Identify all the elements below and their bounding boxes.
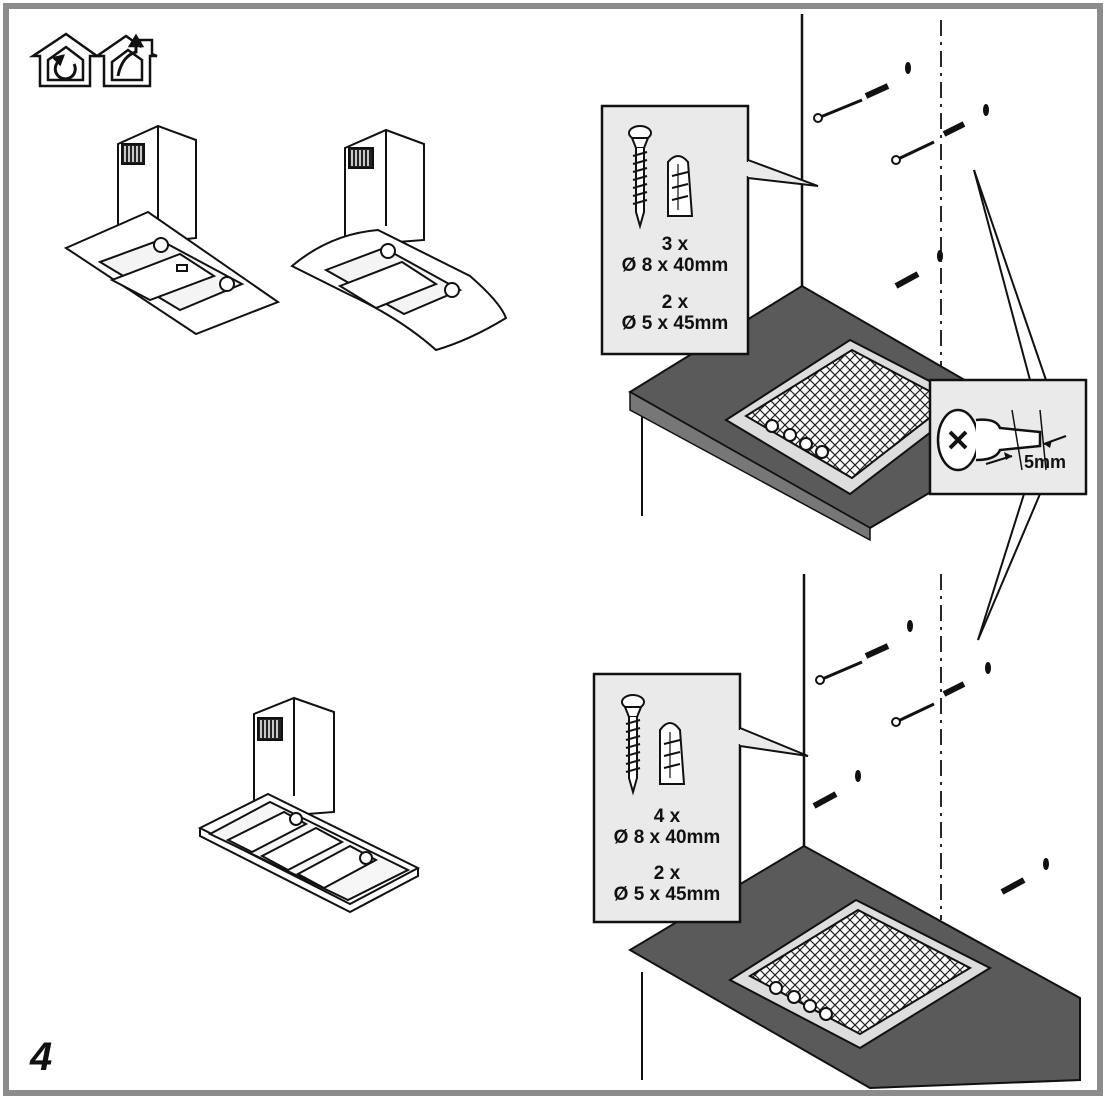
gap-dimension-label: 5mm <box>1024 452 1067 472</box>
wall-plug-icon <box>667 155 694 217</box>
ducted-exhaust-icon <box>92 33 158 88</box>
wall-screws-bottom <box>812 620 1049 895</box>
wall-plug-icon <box>659 722 686 785</box>
callout-top-plug-count: 2 x <box>661 292 689 313</box>
callout-top-screw-size: Ø 8 x 40mm <box>621 255 729 276</box>
wall-scene-bottom <box>628 574 1081 1090</box>
detail-screw-gap-box <box>928 378 1088 496</box>
hood-wall-glass-curved <box>290 128 508 352</box>
zoom-pointer <box>973 169 1047 641</box>
callout-top-plug-size: Ø 5 x 45mm <box>621 313 729 334</box>
screw-icon <box>621 694 645 796</box>
callout-bottom-plug-size: Ø 5 x 45mm <box>613 884 721 905</box>
recirculation-icon <box>28 32 101 88</box>
hood-wall-glass-flat <box>63 124 281 336</box>
page-frame <box>3 3 1103 1096</box>
hood-straight-box <box>197 696 421 914</box>
callout-top-screw-count: 3 x <box>661 234 689 255</box>
callout-top-box <box>600 104 819 356</box>
screw-icon <box>628 125 652 230</box>
callout-bottom-screw-size: Ø 8 x 40mm <box>613 827 721 848</box>
callout-bottom-plug-count: 2 x <box>653 863 681 884</box>
step-number: 4 <box>30 1035 53 1079</box>
wall-screws-top <box>813 62 989 289</box>
callout-bottom-box <box>592 672 809 924</box>
callout-bottom-screw-count: 4 x <box>653 806 681 827</box>
